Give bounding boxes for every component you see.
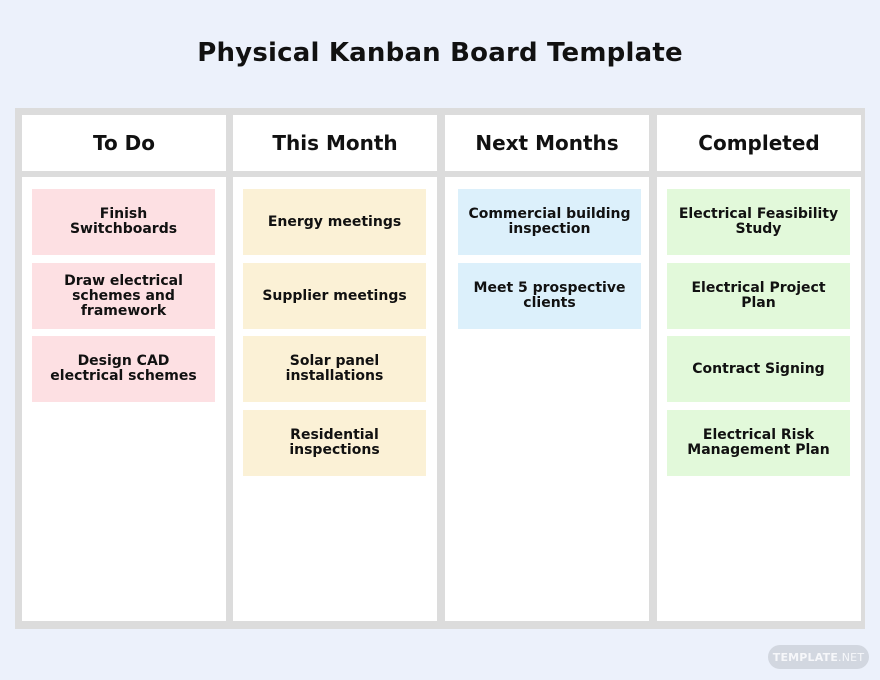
- column-body: Energy meetings Supplier meetings Solar …: [233, 177, 437, 621]
- task-card[interactable]: Contract Signing: [667, 336, 850, 402]
- column-body: Finish Switchboards Draw electrical sche…: [22, 177, 226, 621]
- column-body: Commercial building inspection Meet 5 pr…: [445, 177, 649, 621]
- watermark-suffix: .NET: [838, 650, 865, 664]
- task-card[interactable]: Draw electrical schemes and framework: [32, 263, 215, 329]
- page-title: Physical Kanban Board Template: [197, 38, 683, 68]
- column-header: This Month: [233, 115, 437, 171]
- column-body: Electrical Feasibility Study Electrical …: [657, 177, 861, 621]
- task-card[interactable]: Electrical Project Plan: [667, 263, 850, 329]
- task-card[interactable]: Finish Switchboards: [32, 189, 215, 255]
- task-card[interactable]: Energy meetings: [243, 189, 426, 255]
- task-card[interactable]: Electrical Feasibility Study: [667, 189, 850, 255]
- task-card[interactable]: Solar panel installations: [243, 336, 426, 402]
- watermark-brand: TEMPLATE: [772, 650, 839, 664]
- task-card[interactable]: Meet 5 prospective clients: [458, 263, 641, 329]
- column-header: Next Months: [445, 115, 649, 171]
- task-card[interactable]: Commercial building inspection: [458, 189, 641, 255]
- task-card[interactable]: Residential inspections: [243, 410, 426, 476]
- column-header: Completed: [657, 115, 861, 171]
- task-card[interactable]: Design CAD electrical schemes: [32, 336, 215, 402]
- kanban-board: To Do Finish Switchboards Draw electrica…: [15, 108, 865, 629]
- template-net-watermark[interactable]: TEMPLATE.NET: [768, 645, 869, 669]
- task-card[interactable]: Supplier meetings: [243, 263, 426, 329]
- task-card[interactable]: Electrical Risk Management Plan: [667, 410, 850, 476]
- column-header: To Do: [22, 115, 226, 171]
